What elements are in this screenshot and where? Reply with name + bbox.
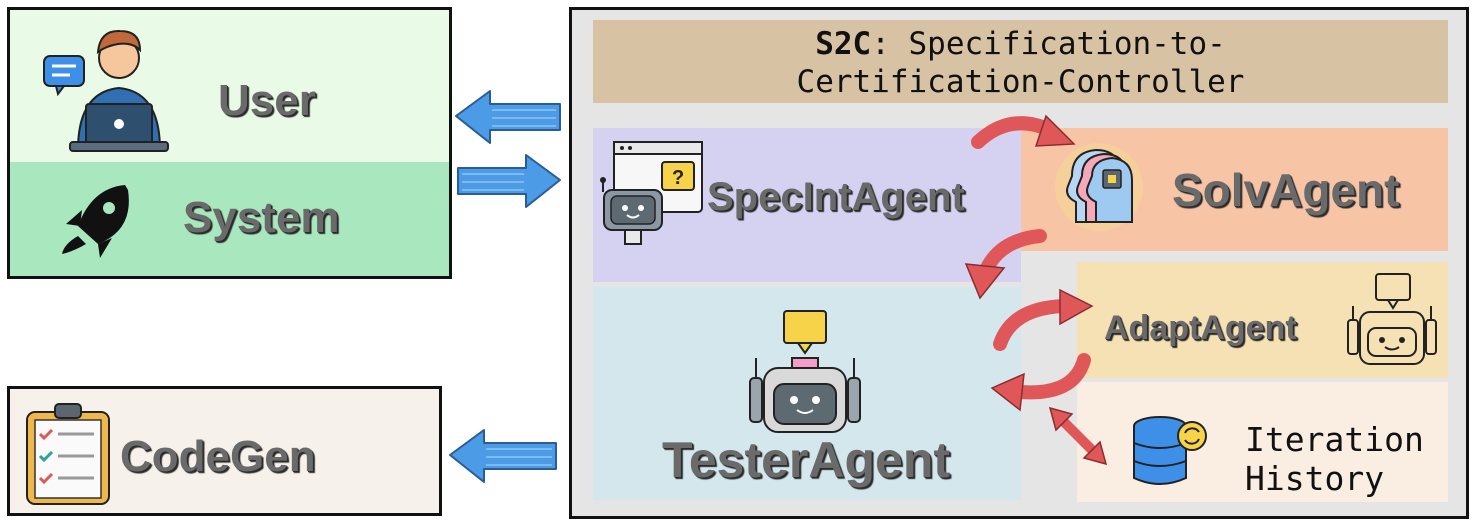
controller-title-bold: S2C (815, 26, 872, 62)
controller-title-line2: Certification-Controller (796, 64, 1245, 100)
svg-text:?: ? (672, 167, 684, 189)
adapt-agent-label: AdaptAgent (1104, 309, 1297, 347)
history-label-line1: Iteration (1245, 420, 1424, 459)
controller-title-line1: S2C: Specification-to- (593, 26, 1448, 62)
controller-title-bar (593, 20, 1448, 103)
solv-agent-label: SolvAgent (1172, 164, 1400, 216)
specint-agent-label: SpecIntAgent (707, 175, 965, 219)
codegen-label: CodeGen (120, 432, 316, 481)
history-label-line2: History (1245, 459, 1385, 498)
controller-title-rest: : Specification-to- (871, 26, 1226, 62)
tester-agent-label: TesterAgent (662, 432, 951, 488)
user-label: User (218, 76, 316, 125)
system-label: System (183, 193, 340, 242)
